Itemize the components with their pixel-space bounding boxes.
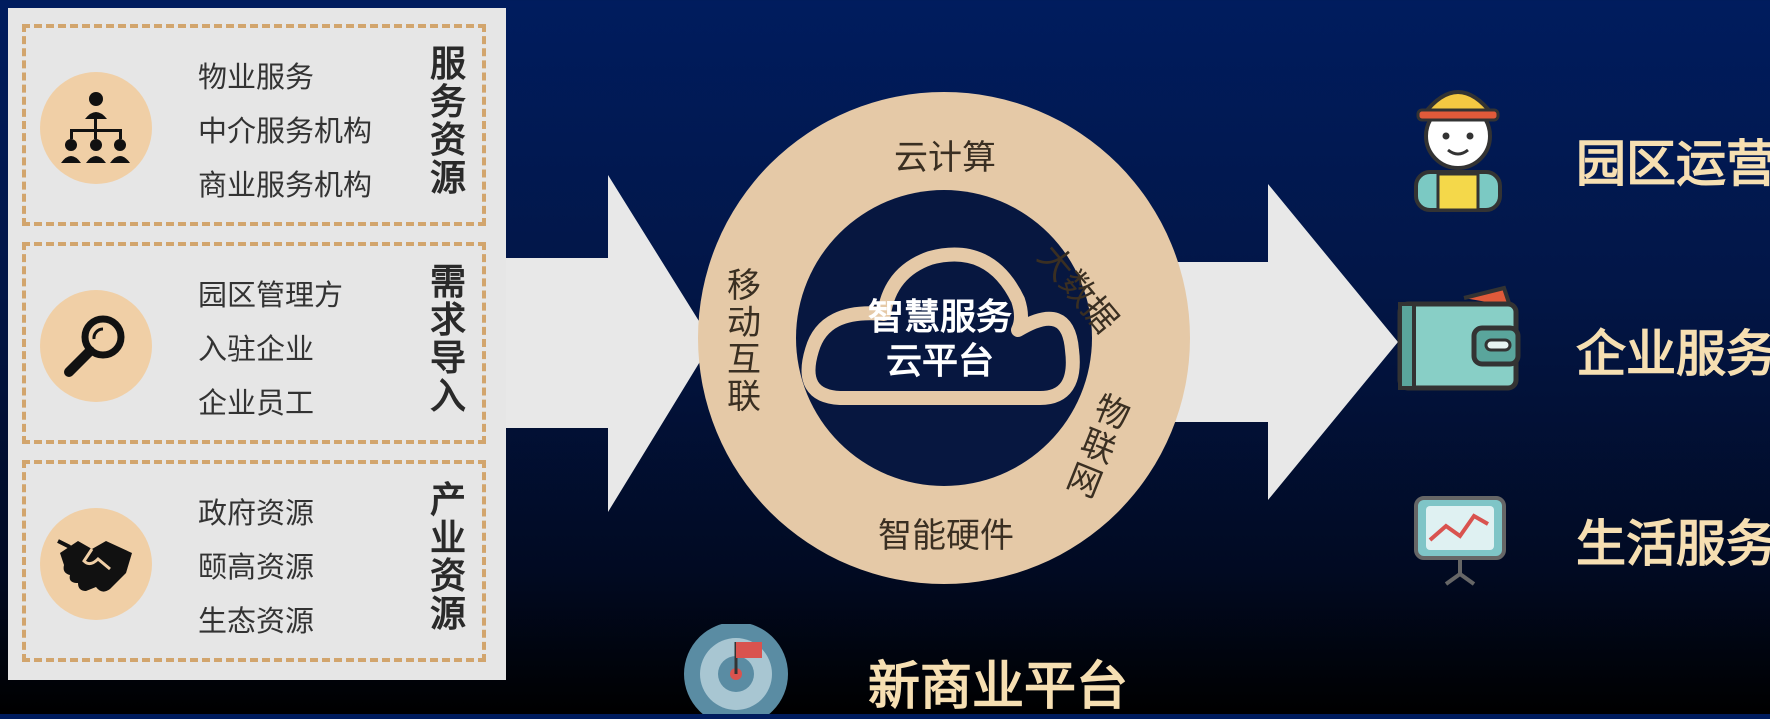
resource-item: 生态资源 [198,604,315,638]
output-label: 园区运营 [1576,135,1770,193]
ring-label-hardware: 智能硬件 [878,516,1014,556]
core-title: 智慧服务 云平台 [840,296,1040,384]
resource-group-industry: 政府资源 颐高资源 生态资源 产业资源 [22,460,486,662]
worker-icon [1408,74,1508,216]
resource-item: 颐高资源 [198,550,315,584]
wallet-icon [1394,284,1524,398]
resource-item: 中介服务机构 [198,114,373,148]
resource-item: 入驻企业 [198,332,315,366]
magnifier-icon [40,290,152,402]
output-label: 生活服务 [1576,515,1770,573]
resource-item: 园区管理方 [198,278,344,312]
group-title: 服务资源 [429,44,466,199]
resource-group-service: 物业服务 中介服务机构 商业服务机构 服务资源 [22,24,486,226]
group-title: 产业资源 [429,480,466,635]
target-flag-icon [682,622,792,719]
output-label: 企业服务 [1576,325,1770,383]
core-title-line1: 智慧服务 [867,297,1012,338]
cloud-icon [801,247,1080,405]
resource-item: 企业员工 [198,386,315,420]
bottom-label: 新商业平台 [868,657,1129,717]
resource-item: 商业服务机构 [198,168,373,202]
handshake-icon [40,508,152,620]
resource-panel: 物业服务 中介服务机构 商业服务机构 服务资源 园区管理方 入驻企业 企业员工 … [8,8,506,680]
input-arrow [506,175,712,512]
resource-item: 政府资源 [198,496,315,530]
resource-item: 物业服务 [198,60,315,94]
resource-group-demand: 园区管理方 入驻企业 企业员工 需求导入 [22,242,486,444]
ring-label-mobile: 移动互联 [727,266,761,417]
output-arrow [1160,184,1398,500]
core-title-line2: 云平台 [885,341,994,382]
ring-label-cloud: 云计算 [894,138,996,178]
org-chart-icon [40,72,152,184]
group-title: 需求导入 [429,262,466,417]
chart-board-icon [1412,494,1508,590]
